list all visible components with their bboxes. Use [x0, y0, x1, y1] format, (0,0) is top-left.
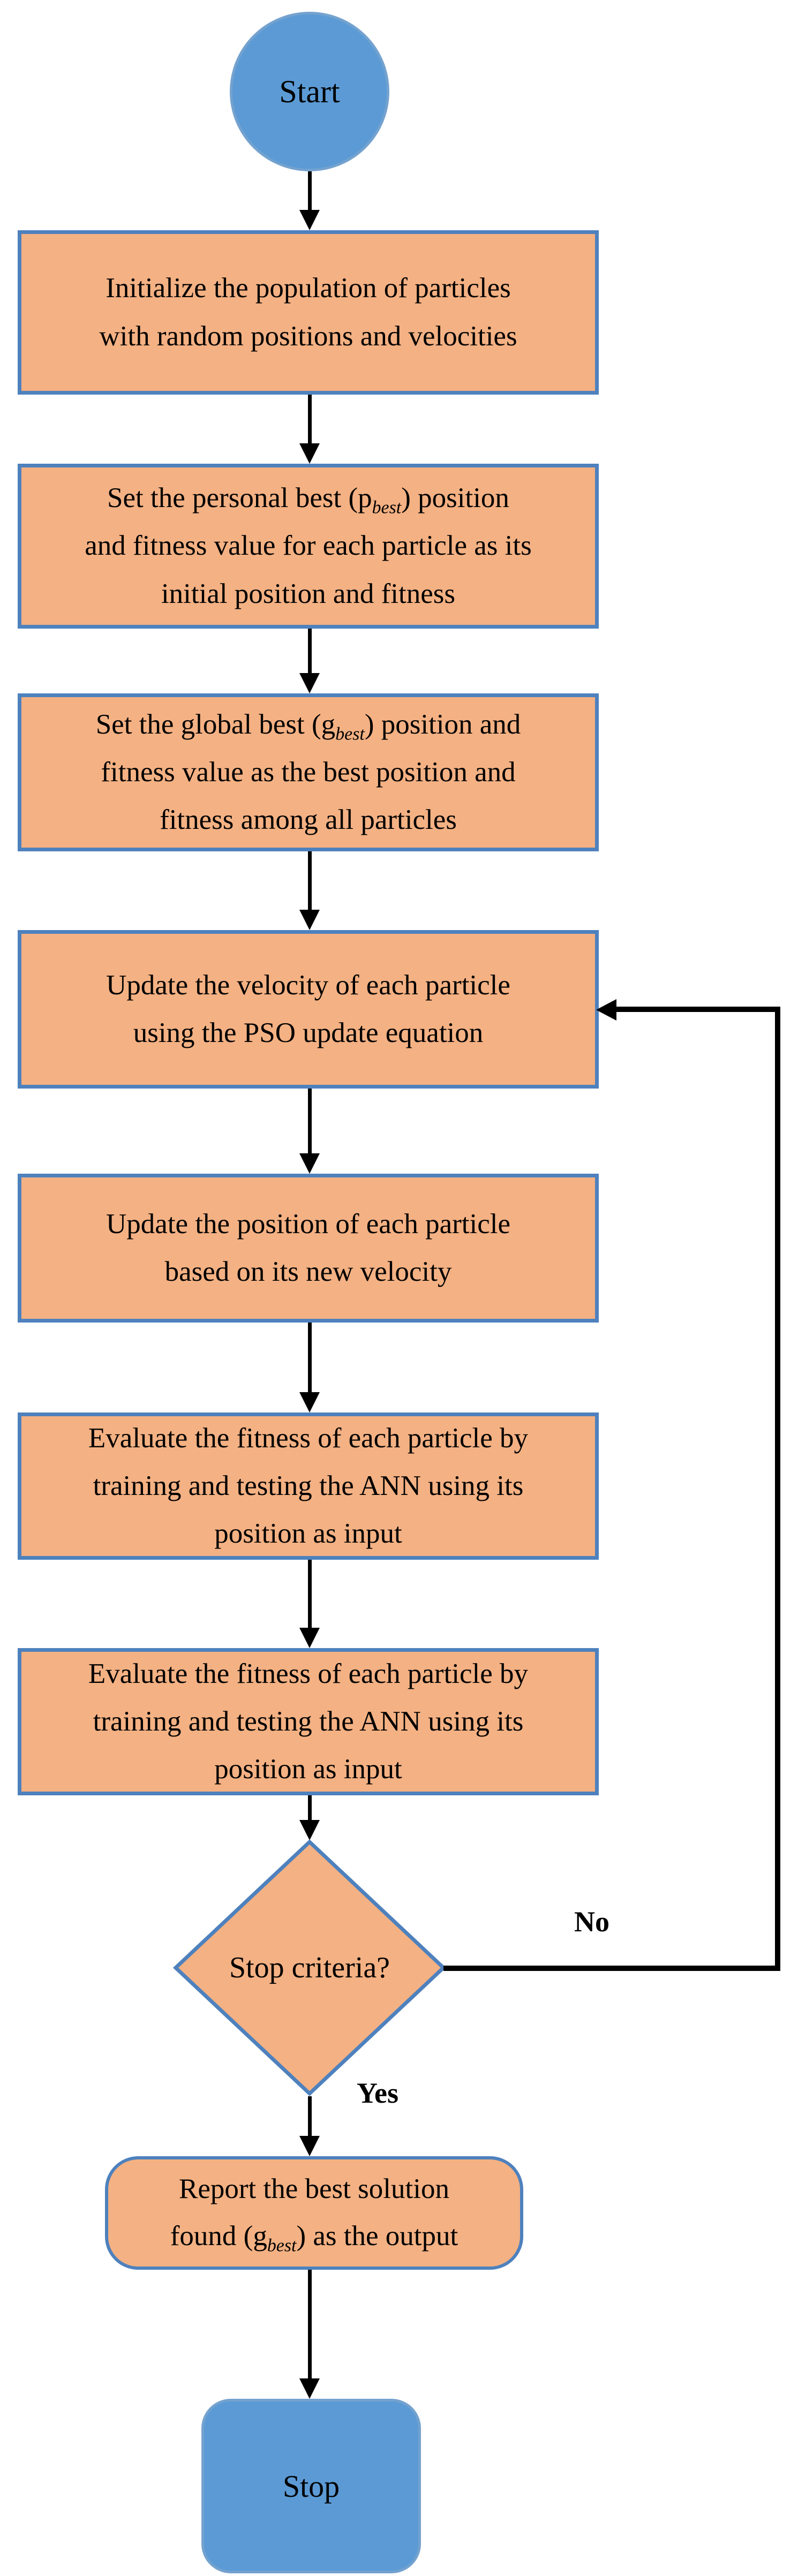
- decision-label: Stop criteria?: [229, 1951, 390, 1984]
- process-text: Update the position of each particle bas…: [106, 1208, 510, 1287]
- process-text: Evaluate the fitness of each particle by…: [88, 1658, 529, 1785]
- process-set-global-best: Set the global best (gbest) position and…: [18, 693, 599, 851]
- process-update-position: Update the position of each particle bas…: [18, 1174, 599, 1323]
- process-initialize-population: Initialize the population of particles w…: [18, 230, 599, 395]
- arrowhead-down-icon: [299, 210, 320, 230]
- flow-arrow-fitness2-to-decision: [299, 1795, 320, 1840]
- arrowhead-left-icon: [596, 999, 616, 1021]
- process-text: Set the personal best (pbest) position a…: [85, 482, 532, 609]
- process-update-velocity: Update the velocity of each particle usi…: [18, 930, 599, 1089]
- flow-arrow-fitness-to-fitness2: [299, 1560, 320, 1648]
- arrowhead-down-icon: [299, 1820, 320, 1840]
- branch-label-yes: Yes: [357, 2077, 398, 2109]
- process-text: Set the global best (gbest) position and…: [95, 708, 521, 836]
- process-text: Update the velocity of each particle usi…: [106, 969, 510, 1048]
- arrowhead-down-icon: [299, 673, 320, 693]
- process-evaluate-fitness: Evaluate the fitness of each particle by…: [18, 1412, 599, 1560]
- gbest-subscript: best: [267, 2235, 297, 2256]
- arrowhead-down-icon: [299, 2378, 320, 2399]
- flow-arrow-initialize-to-pbest: [299, 395, 320, 464]
- flow-arrow-position-to-fitness: [299, 1323, 320, 1412]
- arrowhead-down-icon: [299, 1153, 320, 1174]
- stop-terminal: Stop: [201, 2399, 421, 2573]
- flow-arrow-decision-to-report: [299, 2096, 320, 2156]
- report-text: Report the best solution found (gbest) a…: [170, 2173, 458, 2256]
- report-best-solution: Report the best solution found (gbest) a…: [105, 2156, 523, 2270]
- flow-arrow-start-to-initialize: [299, 171, 320, 230]
- process-set-personal-best: Set the personal best (pbest) position a…: [18, 464, 599, 629]
- process-text: Initialize the population of particles w…: [99, 273, 517, 352]
- flow-arrow-report-to-stop: [299, 2269, 320, 2399]
- loop-line-bottom: [443, 1966, 780, 1971]
- flow-arrow-pbest-to-gbest: [299, 629, 320, 693]
- arrowhead-down-icon: [299, 910, 320, 930]
- arrowhead-down-icon: [299, 1392, 320, 1412]
- start-label: Start: [279, 73, 340, 109]
- arrowhead-down-icon: [299, 443, 320, 464]
- loop-line-right: [775, 1007, 780, 1971]
- pbest-subscript: best: [372, 498, 402, 518]
- stop-label: Stop: [282, 2468, 340, 2504]
- start-terminal: Start: [230, 12, 389, 171]
- decision-stop-criteria: Stop criteria?: [173, 1839, 446, 2096]
- process-evaluate-fitness-repeat: Evaluate the fitness of each particle by…: [18, 1648, 599, 1795]
- branch-label-no: No: [574, 1906, 609, 1938]
- flow-arrow-velocity-to-position: [299, 1089, 320, 1174]
- loop-line-top: [616, 1007, 780, 1012]
- decision-stop-criteria-shape: [173, 1839, 446, 2096]
- process-text: Evaluate the fitness of each particle by…: [88, 1422, 529, 1550]
- flow-arrow-gbest-to-velocity: [299, 851, 320, 930]
- arrowhead-down-icon: [299, 1628, 320, 1648]
- gbest-subscript: best: [335, 724, 365, 744]
- arrowhead-down-icon: [299, 2136, 320, 2156]
